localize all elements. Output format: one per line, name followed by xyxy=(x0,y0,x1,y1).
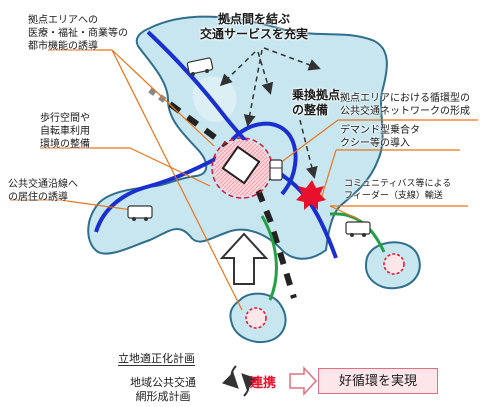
bus-icon xyxy=(345,221,371,237)
station-building xyxy=(221,145,261,185)
satellite-hub-east xyxy=(383,253,405,275)
pointer-lines xyxy=(10,49,478,311)
label-urban-functions: 拠点エリアへの 医療・福祉・商業等の 都市機能の誘導 xyxy=(28,15,128,52)
railway-hatched-west-bg xyxy=(148,87,172,107)
label-connect-services: 拠点間を結ぶ 交通サービスを充実 xyxy=(200,12,309,41)
service-arrows xyxy=(219,47,321,179)
bus-icon xyxy=(127,205,153,221)
rail-line-blue-loop xyxy=(230,121,298,196)
label-residence: 公共交通沿線へ の居住の誘導 xyxy=(8,179,78,203)
rail-line-blue-west xyxy=(94,148,233,233)
transport-plan-label: 地域公共交通 網形成計画 xyxy=(130,376,196,403)
location-plan-label: 立地適正化計画 xyxy=(118,352,195,366)
cycle-arrows-icon xyxy=(221,365,259,397)
label-circular-network: 拠点エリアにおける循環型の 公共交通ネットワークの形成 xyxy=(340,93,470,117)
result-box: 好循環を実現 xyxy=(318,368,438,394)
label-feeder: コミュニティバス等による フィーダー（支線）輸送 xyxy=(344,179,452,201)
train-icon xyxy=(269,159,283,181)
transfer-hub-star xyxy=(296,180,326,210)
label-walk-bike: 歩行空間や 自転車利用 環境の整備 xyxy=(40,113,90,150)
satellite-hub-south xyxy=(245,307,267,329)
label-transfer-hub: 乗換拠点 の整備 xyxy=(292,88,341,117)
upward-arrow-icon xyxy=(219,232,269,285)
label-demand-taxi: デマンド型乗合タ クシー等の導入 xyxy=(340,125,420,149)
feeder-line-south xyxy=(260,215,278,301)
link-label: 連携 xyxy=(250,376,277,391)
bus-icon xyxy=(186,57,214,76)
railway-hatched-south xyxy=(247,168,297,299)
hollow-arrow-icon xyxy=(289,366,318,396)
